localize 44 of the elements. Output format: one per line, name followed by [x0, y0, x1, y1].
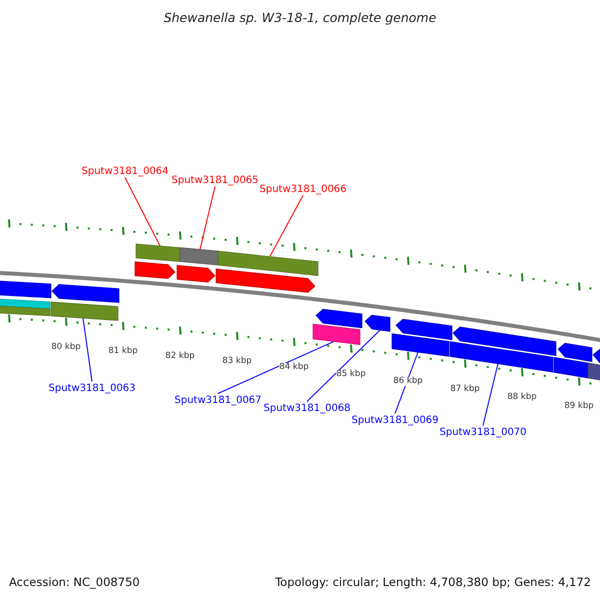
gene-label: Sputw3181_0070	[440, 426, 527, 438]
tick-label: 87 kbp	[450, 384, 480, 394]
tick-label: 82 kbp	[165, 352, 195, 361]
tick-label: 80 kbp	[51, 342, 81, 352]
gene-feature	[176, 265, 216, 282]
gene-feature	[52, 284, 120, 303]
gene-bar	[0, 280, 52, 298]
footer-text: Topology: circular; Length: 4,708,380 bp; Genes: 4,172	[275, 576, 591, 589]
leader-line	[306, 330, 380, 402]
gene-bar	[312, 324, 360, 345]
tick-label: 86 kbp	[393, 376, 423, 386]
tick-label: 89 kbp	[564, 402, 594, 412]
gene-label: Sputw3181_0067	[174, 394, 262, 406]
leader-line	[82, 318, 92, 382]
gene-bar	[136, 244, 180, 262]
gene-label: Sputw3181_0063	[48, 382, 136, 394]
leader-line	[270, 195, 304, 257]
tick-label: 83 kbp	[222, 356, 252, 366]
tick-label: 84 kbp	[279, 362, 309, 372]
gene-feature	[452, 326, 556, 356]
leader-line	[482, 363, 498, 426]
gene-label: Sputw3181_0064	[82, 166, 169, 176]
gene-feature	[396, 318, 452, 340]
leader-line	[200, 186, 216, 250]
gene-bar	[0, 298, 50, 310]
leader-line	[124, 177, 160, 246]
gene-bar	[392, 333, 450, 357]
tick-label: 88 kbp	[507, 393, 537, 403]
gene-label: Sputw3181_0065	[172, 174, 259, 186]
gene-bar	[218, 250, 318, 276]
gene-feature	[364, 314, 390, 332]
gene-label: Sputw3181_0069	[352, 414, 439, 426]
gene-bar	[180, 247, 218, 266]
gene-feature	[316, 308, 362, 328]
tick-label: 85 kbp	[336, 370, 366, 379]
gene-feature	[134, 262, 176, 279]
footer-text: Accession: NC_008750	[9, 576, 140, 589]
tick-label: 81 kbp	[108, 346, 138, 356]
diagram-title: Shewanella sp. W3-18-1, complete genome	[162, 11, 438, 25]
gene-label: Sputw3181_0066	[260, 184, 347, 194]
leader-line	[218, 340, 334, 394]
gene-label: Sputw3181_0068	[264, 402, 351, 414]
gene-bar	[554, 356, 588, 378]
gene-bar	[0, 305, 50, 316]
